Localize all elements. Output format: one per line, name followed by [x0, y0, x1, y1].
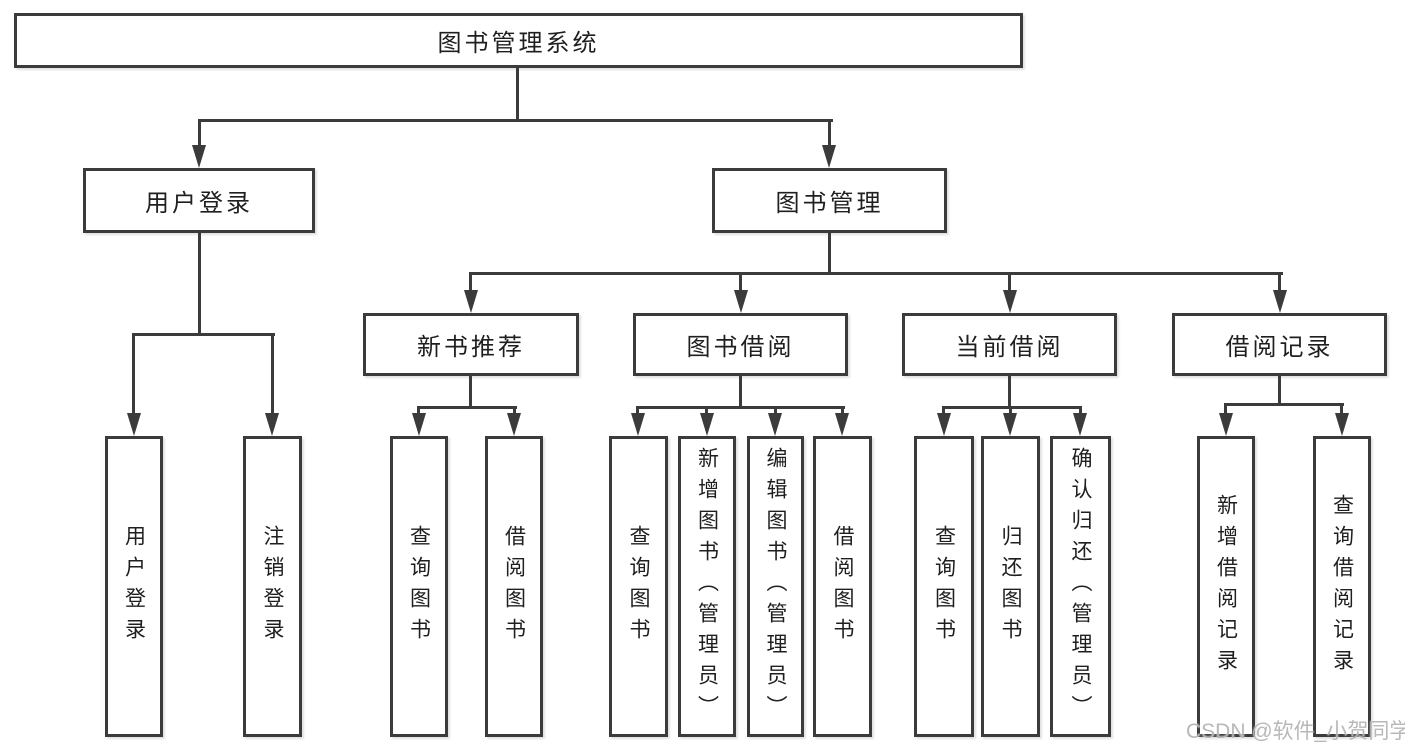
arrow-down-icon: [127, 413, 141, 436]
connector-line: [417, 406, 420, 416]
arrow-down-icon: [265, 413, 279, 436]
connector-line: [1224, 403, 1227, 416]
connector-line: [705, 406, 708, 416]
connector-line: [1079, 406, 1082, 416]
leaf-borrowing-add-books-admin: 新增图书（管理员）: [678, 436, 736, 737]
node-new-book-recommend-label: 新书推荐: [417, 334, 525, 361]
leaf-borrowing-borrow-books: 借阅图书: [813, 436, 872, 737]
connector-line: [469, 375, 472, 409]
connector-line: [198, 119, 201, 147]
node-borrow-records: 借阅记录: [1172, 313, 1387, 376]
leaf-current-query-books: 查询图书: [914, 436, 974, 737]
connector-line: [516, 67, 519, 120]
leaf-current-query-books-label: 查询图书: [932, 524, 956, 649]
node-root-label: 图书管理系统: [437, 30, 600, 57]
node-current-borrowing: 当前借阅: [902, 313, 1117, 376]
leaf-newbook-query-books-label: 查询图书: [407, 524, 431, 649]
arrow-down-icon: [631, 413, 645, 436]
leaf-borrowing-borrow-books-label: 借阅图书: [831, 524, 854, 649]
connector-line: [774, 406, 777, 416]
leaf-logout-label: 注销登录: [261, 524, 284, 649]
node-root: 图书管理系统: [14, 13, 1023, 68]
arrow-down-icon: [835, 413, 849, 436]
arrow-down-icon: [734, 290, 748, 313]
arrow-down-icon: [768, 413, 782, 436]
connector-line: [513, 406, 516, 416]
leaf-records-add-record: 新增借阅记录: [1197, 436, 1255, 737]
connector-line: [636, 406, 845, 409]
node-new-book-recommend: 新书推荐: [363, 313, 579, 376]
connector-line: [469, 272, 1283, 275]
arrow-down-icon: [1003, 413, 1017, 436]
arrow-down-icon: [507, 413, 521, 436]
watermark: CSDN @软件_小贺同学: [1186, 720, 1405, 743]
connector-line: [469, 272, 472, 292]
leaf-current-confirm-return-admin: 确认归还（管理员）: [1050, 436, 1111, 737]
leaf-user-login-label: 用户登录: [122, 524, 146, 649]
leaf-current-return-books-label: 归还图书: [999, 524, 1022, 649]
node-borrow-records-label: 借阅记录: [1225, 334, 1334, 361]
leaf-user-login: 用户登录: [105, 436, 163, 737]
node-book-borrowing-label: 图书借阅: [686, 334, 795, 361]
connector-line: [271, 333, 274, 415]
node-book-management: 图书管理: [712, 168, 947, 233]
node-user-login: 用户登录: [83, 168, 315, 233]
connector-line: [1008, 272, 1011, 292]
arrow-down-icon: [1073, 413, 1087, 436]
leaf-records-query-record: 查询借阅记录: [1313, 436, 1371, 737]
connector-line: [198, 232, 201, 336]
connector-line: [942, 406, 945, 416]
leaf-newbook-query-books: 查询图书: [390, 436, 448, 737]
connector-line: [1278, 375, 1281, 406]
connector-line: [1340, 403, 1343, 416]
connector-line: [828, 232, 831, 275]
connector-line: [828, 119, 831, 147]
connector-line: [1009, 406, 1012, 416]
leaf-records-add-record-label: 新增借阅记录: [1214, 493, 1238, 680]
arrow-down-icon: [1003, 290, 1017, 313]
leaf-newbook-borrow-books-label: 借阅图书: [502, 524, 526, 649]
arrow-down-icon: [412, 413, 426, 436]
leaf-borrowing-edit-books-admin-label: 编辑图书（管理员）: [764, 447, 787, 726]
node-current-borrowing-label: 当前借阅: [955, 334, 1064, 361]
leaf-current-return-books: 归还图书: [981, 436, 1040, 737]
connector-line: [739, 272, 742, 292]
leaf-newbook-borrow-books: 借阅图书: [485, 436, 543, 737]
leaf-borrowing-edit-books-admin: 编辑图书（管理员）: [747, 436, 804, 737]
connector-line: [417, 406, 517, 409]
node-book-borrowing: 图书借阅: [633, 313, 848, 376]
arrow-down-icon: [1273, 290, 1287, 313]
arrow-down-icon: [1335, 413, 1349, 436]
leaf-logout: 注销登录: [243, 436, 302, 737]
node-book-management-label: 图书管理: [775, 190, 884, 217]
arrow-down-icon: [192, 145, 206, 168]
leaf-borrowing-add-books-admin-label: 新增图书（管理员）: [695, 447, 719, 726]
arrow-down-icon: [464, 290, 478, 313]
connector-line: [1278, 272, 1281, 292]
connector-line: [636, 406, 639, 416]
arrow-down-icon: [700, 413, 714, 436]
arrow-down-icon: [937, 413, 951, 436]
arrow-down-icon: [822, 145, 836, 168]
connector-line: [841, 406, 844, 416]
connector-line: [739, 375, 742, 409]
connector-line: [132, 333, 275, 336]
connector-line: [132, 333, 135, 415]
connector-line: [942, 406, 1082, 409]
leaf-records-query-record-label: 查询借阅记录: [1330, 493, 1354, 680]
leaf-current-confirm-return-admin-label: 确认归还（管理员）: [1069, 447, 1092, 726]
leaf-borrowing-query-books: 查询图书: [609, 436, 668, 737]
leaf-borrowing-query-books-label: 查询图书: [627, 524, 650, 649]
node-user-login-label: 用户登录: [145, 190, 253, 217]
connector-line: [1008, 375, 1011, 409]
arrow-down-icon: [1219, 413, 1233, 436]
connector-line: [198, 119, 833, 122]
connector-line: [1224, 403, 1344, 406]
